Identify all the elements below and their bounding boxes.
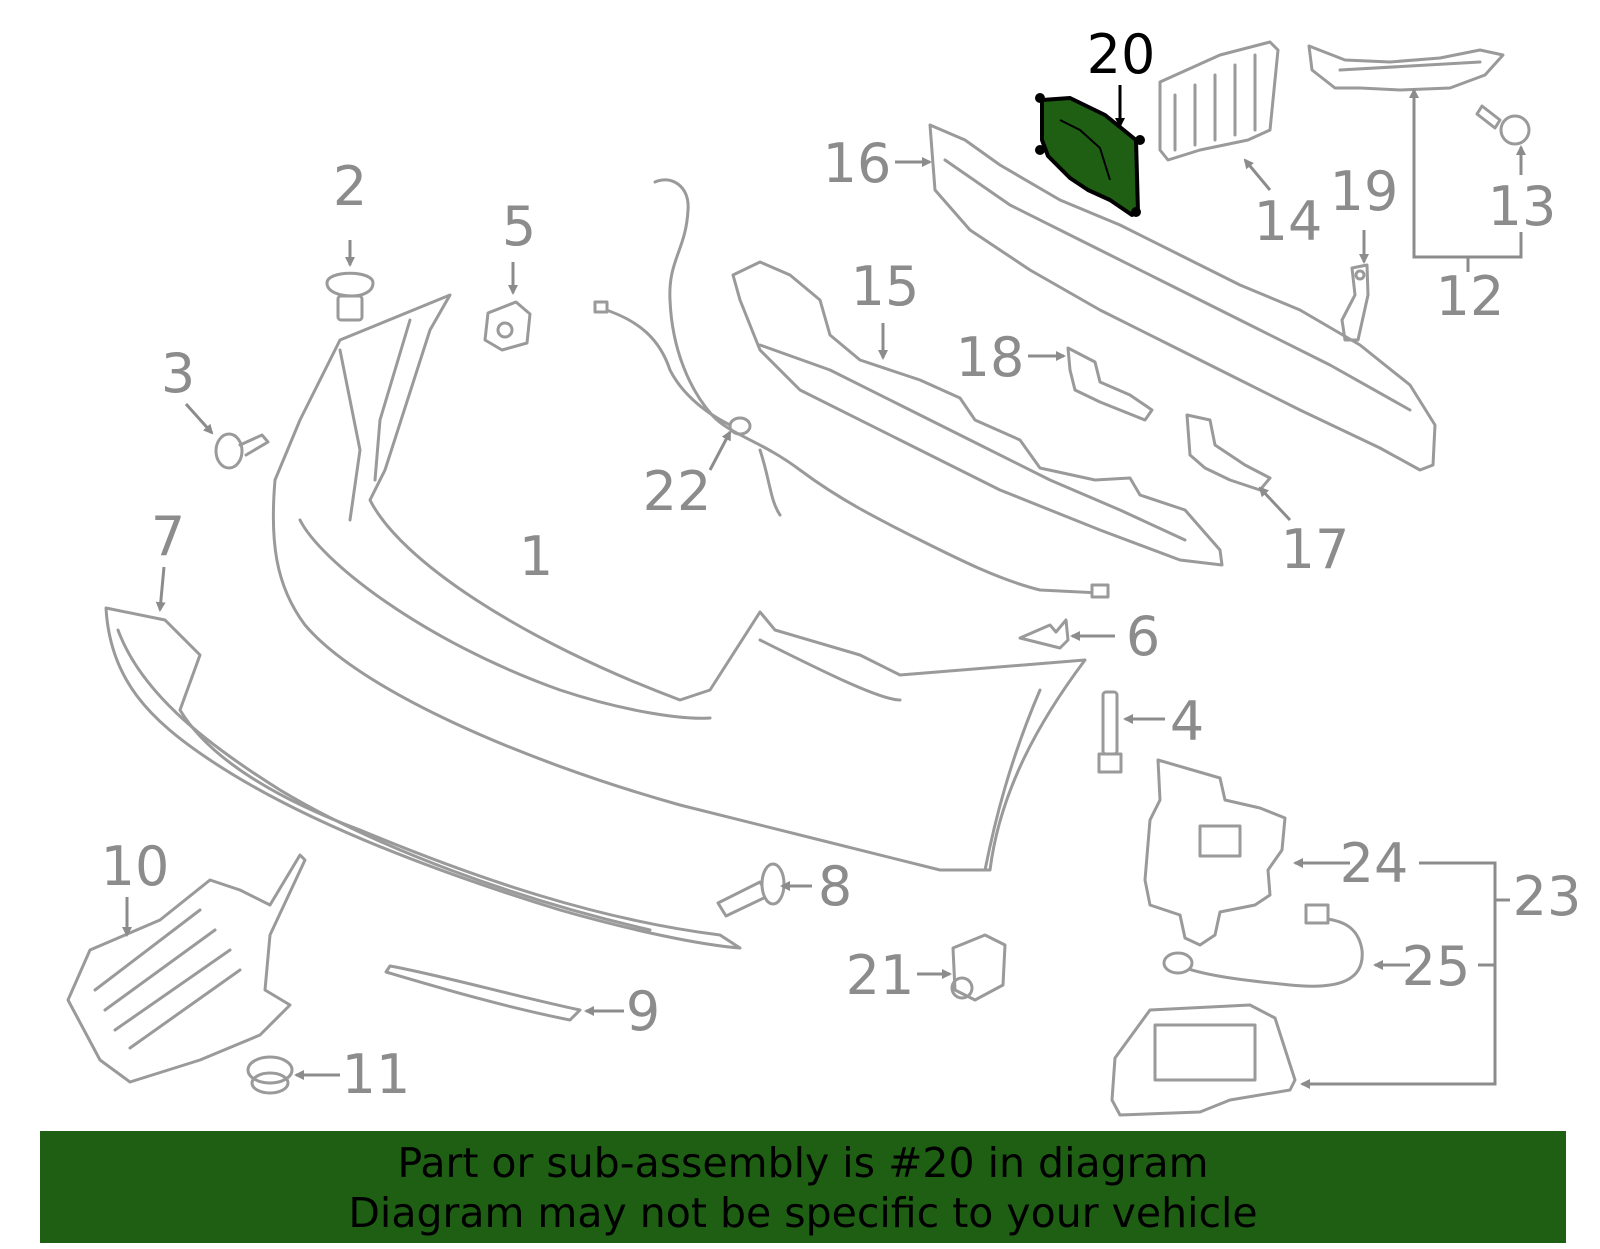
bolt-4-part[interactable] [1097,690,1123,774]
callout-11: 11 [342,1043,411,1106]
callout-10: 10 [101,835,170,898]
callout-13: 13 [1488,175,1557,238]
bracket-19-part[interactable] [1340,263,1370,342]
callout-12: 12 [1436,265,1505,328]
grommet-part[interactable] [246,1055,294,1095]
sensor-21-part[interactable] [950,933,1007,1002]
callout-2: 2 [333,155,367,218]
callout-1: 1 [519,525,553,588]
wiring-harness-22-part[interactable] [593,178,1110,599]
side-bracket-12-part[interactable] [1307,44,1505,92]
info-banner: Part or sub-assembly is #20 in diagram D… [40,1131,1566,1243]
lower-valance-part[interactable] [104,606,742,950]
callout-16: 16 [823,132,892,195]
bumper-cover-part[interactable] [271,293,1087,872]
callout-19: 19 [1330,160,1399,223]
callout-22: 22 [643,460,712,523]
callout-24: 24 [1340,832,1409,895]
callout-25: 25 [1402,935,1471,998]
sensor-bracket-24-part[interactable] [1143,758,1287,947]
banner-line-disclaimer: Diagram may not be specific to your vehi… [348,1189,1258,1237]
callout-7: 7 [151,505,185,568]
callout-3: 3 [161,342,195,405]
trim-strip-part[interactable] [384,964,582,1022]
callout-20: 20 [1087,23,1156,86]
leader-lines [122,85,1526,1089]
callout-18: 18 [956,326,1025,389]
harness-25-part[interactable] [1162,903,1364,988]
callout-6: 6 [1126,605,1160,668]
module-23-part[interactable] [1110,1003,1297,1117]
callout-5: 5 [502,195,536,258]
banner-line-part-number: Part or sub-assembly is #20 in diagram [397,1139,1209,1187]
bolt-13-part[interactable] [1475,104,1531,146]
callout-labels: 1 2 3 4 5 6 7 8 9 10 11 12 13 14 15 16 1… [101,23,1582,1106]
bracket-18-part[interactable] [1066,346,1154,422]
callout-14: 14 [1254,190,1323,253]
callout-23: 23 [1513,865,1582,928]
callout-21: 21 [846,944,915,1007]
highlighted-bracket-20-part[interactable] [1035,93,1145,217]
absorber-14-part[interactable] [1158,40,1280,162]
callout-17: 17 [1281,518,1350,581]
block-5-part[interactable] [483,300,532,352]
screw-fastener-part[interactable] [214,432,270,470]
bolt-8-part[interactable] [716,862,786,918]
push-clip-part[interactable] [325,271,375,322]
reinforcement-bar-16-part[interactable] [928,123,1437,472]
callout-8: 8 [818,855,852,918]
callout-4: 4 [1170,690,1204,753]
energy-absorber-15-part[interactable] [731,260,1224,567]
clip-6-part[interactable] [1018,618,1070,650]
callout-15: 15 [851,255,920,318]
splash-shield-part[interactable] [66,853,307,1084]
bracket-17-part[interactable] [1185,413,1272,492]
callout-9: 9 [626,980,660,1043]
